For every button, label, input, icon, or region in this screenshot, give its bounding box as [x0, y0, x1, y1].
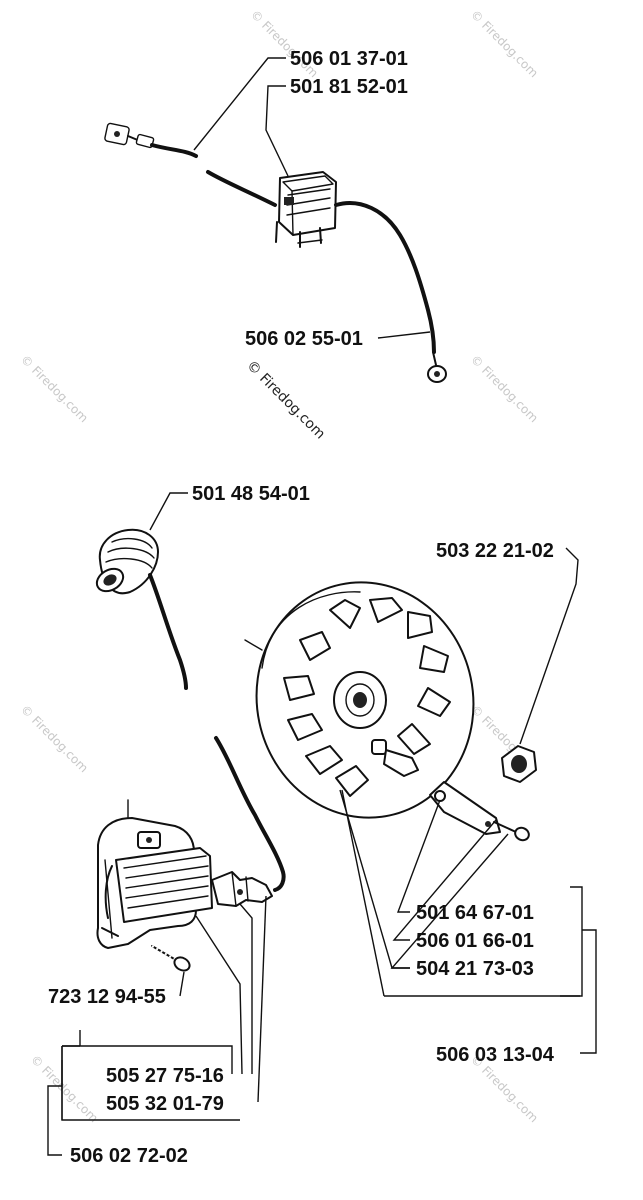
part-label: 506 03 13-04 [436, 1044, 555, 1066]
ignition-coil [96, 799, 273, 949]
watermark: © Firedog.com [18, 702, 91, 775]
ring-terminal [427, 351, 447, 383]
watermark: © Firedog.com [28, 1052, 101, 1125]
watermark: © Firedog.com [18, 352, 91, 425]
leader-lines [47, 57, 597, 1156]
flywheel-nut [501, 745, 537, 783]
flywheel [244, 581, 475, 819]
pawl-assembly [429, 781, 530, 842]
part-label: 503 22 21-02 [436, 540, 554, 562]
part-label: 505 27 75-16 [106, 1065, 224, 1087]
part-label: 506 01 37-01 [290, 48, 408, 70]
wire-terminal-left [104, 122, 155, 149]
flywheel-fins [283, 597, 451, 797]
part-label: 501 64 67-01 [416, 902, 534, 924]
part-label: 506 02 72-02 [70, 1145, 188, 1167]
part-label: 501 81 52-01 [290, 76, 408, 98]
part-label: 504 21 73-03 [416, 958, 534, 980]
wire-upper-right [334, 201, 436, 354]
spark-plug-cap [95, 528, 188, 690]
watermark: © Firedog.com [468, 352, 541, 425]
switch-body [275, 171, 337, 248]
coil-screw [151, 945, 191, 972]
part-label: 506 01 66-01 [416, 930, 534, 952]
part-label: 506 02 55-01 [245, 328, 363, 350]
ignition-lead [214, 736, 286, 892]
part-label: 505 32 01-79 [106, 1093, 224, 1115]
stop-switch-assembly [104, 122, 447, 383]
part-labels: 506 01 37-01 501 81 52-01 506 02 55-01 5… [48, 48, 555, 1167]
wire-upper-left-b [206, 170, 277, 207]
watermark: © Firedog.com [468, 7, 541, 80]
wire-upper-left [150, 143, 198, 158]
center-watermark: © Firedog.com [243, 358, 328, 443]
part-label: 723 12 94-55 [48, 986, 166, 1008]
part-label: 501 48 54-01 [192, 483, 310, 505]
